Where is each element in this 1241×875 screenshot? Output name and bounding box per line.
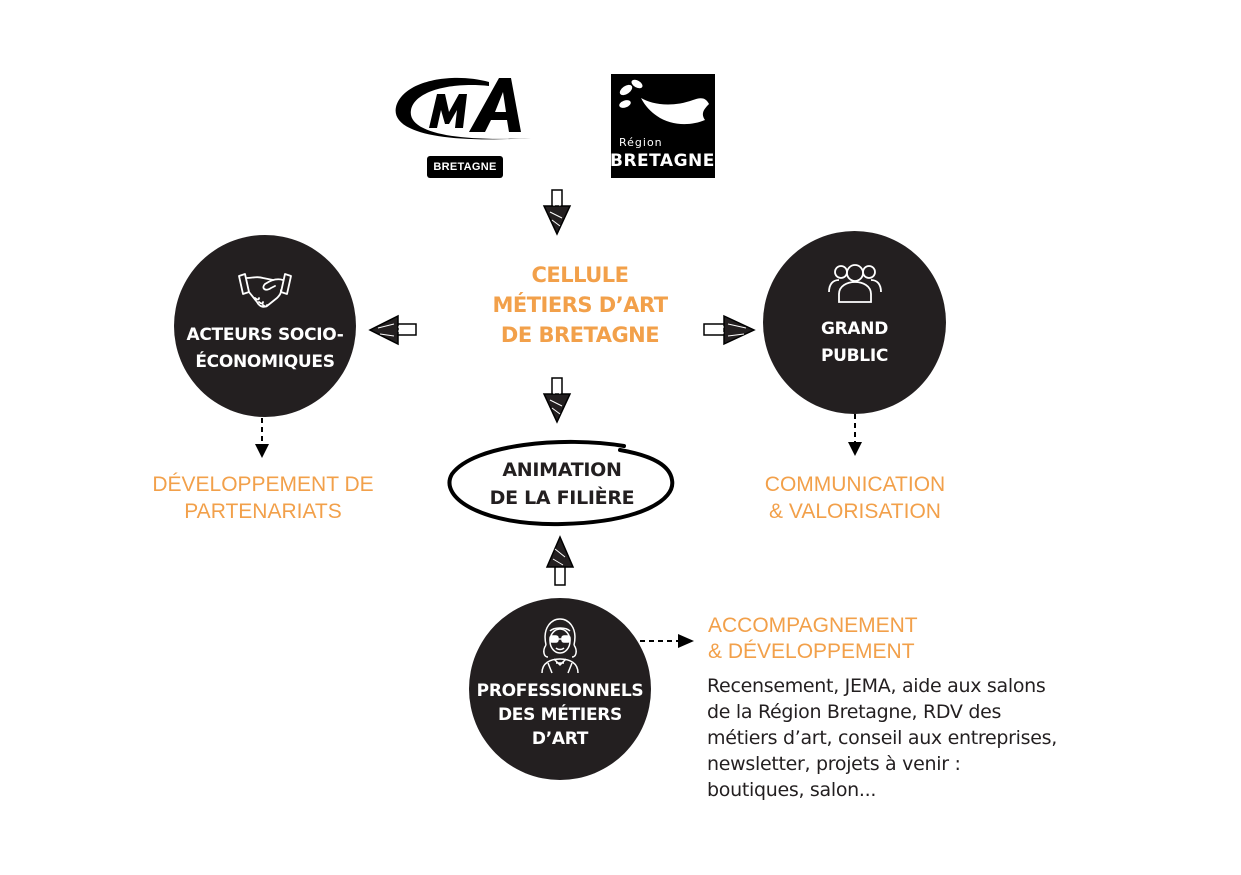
cma-mark-icon [395,77,531,140]
outcome-accompagnement: ACCOMPAGNEMENT & DÉVELOPPEMENT [708,613,918,665]
dashed-arrow-right-icon [640,634,694,648]
node-title-line: ÉCONOMIQUES [195,352,335,372]
cellule-title-line: DE BRETAGNE [500,323,660,347]
node-title-line: PUBLIC [820,345,889,366]
node-professionnels-metiers-art: PROFESSIONNELS DES MÉTIERS D’ART [469,598,651,780]
cellule-title-line: CELLULE [531,263,629,287]
cma-badge: BRETAGNE [427,156,503,178]
outcome-line: DÉVELOPPEMENT DE [152,473,374,496]
node-title-line: PROFESSIONNELS [476,681,644,701]
arrow-down-top-icon [542,189,572,236]
node-title-line: GRAND [820,318,889,339]
outcome-line: COMMUNICATION [764,473,946,496]
outcome-line: & DÉVELOPPEMENT [708,640,915,663]
region-label: Région [619,136,663,149]
arrow-right-icon [703,314,756,346]
ermine-flag-icon [619,79,709,125]
outcome-line: & VALORISATION [769,500,941,523]
handshake-icon [238,273,292,308]
cellule-title: CELLULE MÉTIERS D’ART DE BRETAGNE [460,260,700,350]
outcome-line: PARTENARIATS [184,500,342,523]
region-name: BRETAGNE [610,151,715,171]
description-line: newsletter, projets à venir : [707,753,961,775]
dashed-arrow-down-left-icon [255,418,269,458]
node-title-line: ACTEURS SOCIO- [186,325,344,345]
accompagnement-description: Recensement, JEMA, aide aux salons de la… [707,673,1057,803]
animation-filiere-title: ANIMATION DE LA FILIÈRE [464,456,660,512]
cellule-title-line: MÉTIERS D’ART [492,293,668,317]
outcome-communication: COMMUNICATION & VALORISATION [740,471,970,525]
region-bretagne-logo: Région BRETAGNE [610,74,715,178]
node-acteurs-socio-economiques: ACTEURS SOCIO- ÉCONOMIQUES [174,235,356,417]
description-line: boutiques, salon... [707,779,877,801]
arrow-up-icon [545,535,575,586]
dashed-arrow-down-right-icon [848,414,862,456]
node-grand-public: GRAND PUBLIC [763,231,946,414]
description-line: de la Région Bretagne, RDV des [707,701,1002,723]
arrow-left-icon [368,314,417,346]
group-people-icon [827,263,882,303]
artisan-person-icon [541,618,579,674]
animation-title-line: ANIMATION [502,459,622,481]
arrow-down-middle-icon [542,377,572,424]
outcome-partenariats: DÉVELOPPEMENT DE PARTENARIATS [140,471,386,525]
node-title-line: DES MÉTIERS [498,705,622,725]
description-line: Recensement, JEMA, aide aux salons [707,675,1046,697]
outcome-line: ACCOMPAGNEMENT [708,614,918,637]
node-title-line: D’ART [531,729,589,749]
animation-ellipse [447,439,675,527]
animation-title-line: DE LA FILIÈRE [489,487,635,509]
description-line: métiers d’art, conseil aux entreprises, [707,727,1057,749]
cma-logo: BRETAGNE [393,72,538,180]
